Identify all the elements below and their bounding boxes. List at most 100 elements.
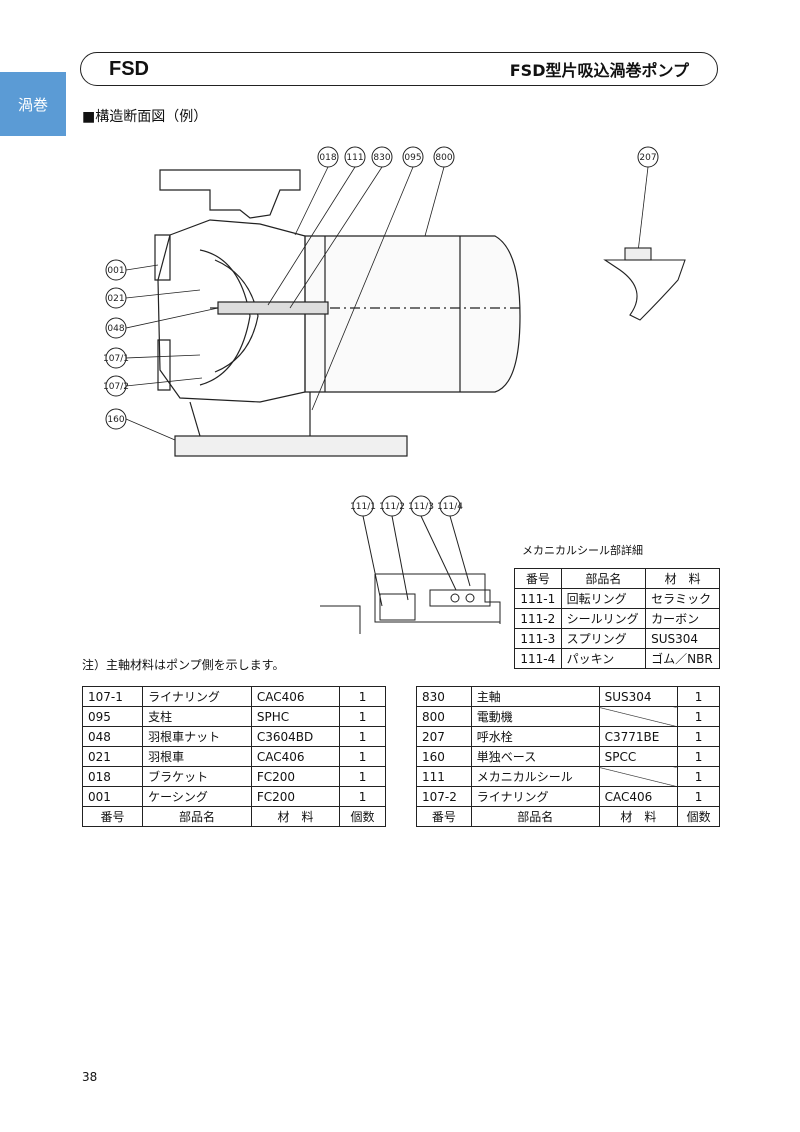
header-cell: 番号	[514, 568, 562, 589]
callout-830: 830	[371, 146, 393, 168]
svg-text:160: 160	[107, 415, 124, 425]
part-material: CAC406	[598, 786, 679, 807]
part-name: ライナリング	[142, 686, 252, 707]
part-name: 回転リング	[560, 588, 647, 609]
callout-111-3: 111/3	[408, 495, 434, 517]
part-quantity: 1	[677, 786, 720, 807]
part-name: 羽根車	[142, 746, 252, 767]
header-cell: 材 料	[645, 568, 720, 589]
table-row: 111-4 パッキン ゴム／NBR	[514, 648, 720, 669]
svg-text:095: 095	[404, 153, 421, 163]
part-material: FC200	[250, 786, 341, 807]
part-name: 単独ベース	[470, 746, 600, 767]
pump-cross-section-diagram: 018 111 830 095 800 207 001 021 048 107/…	[103, 146, 686, 457]
callout-207: 207	[637, 146, 659, 168]
part-name: 主軸	[470, 686, 600, 707]
svg-text:107/2: 107/2	[103, 382, 129, 392]
part-material: SPCC	[598, 746, 679, 767]
header-cell: 番号	[416, 806, 472, 827]
svg-text:107/1: 107/1	[103, 354, 129, 364]
part-material: C3604BD	[250, 726, 341, 747]
part-material: CAC406	[250, 686, 341, 707]
part-number: 800	[416, 706, 472, 727]
material-note: 注）主軸材料はポンプ側を示します。	[82, 658, 285, 672]
header-cell: 番号	[81, 806, 144, 827]
part-name: メカニカルシール	[470, 766, 600, 787]
part-material: カーボン	[645, 608, 720, 629]
svg-text:800: 800	[435, 153, 452, 163]
part-number: 111-3	[514, 628, 562, 649]
table-header-row: 番号部品名材 料個数	[81, 806, 386, 827]
table-row: 111-3 スプリング SUS304	[514, 628, 720, 649]
part-number: 160	[416, 746, 472, 767]
table-row: 111-2 シールリング カーボン	[514, 608, 720, 629]
part-quantity: 1	[339, 786, 386, 807]
part-number: 018	[81, 766, 144, 787]
header-cell: 材 料	[250, 806, 341, 827]
header-cell: 部品名	[470, 806, 600, 827]
callout-001: 001	[105, 259, 127, 281]
page-number: 38	[82, 1070, 98, 1084]
header-cell: 材 料	[598, 806, 679, 827]
mechanical-seal-detail-diagram: 111/1 111/2 111/3 111/4	[320, 495, 501, 634]
part-number: 111-1	[514, 588, 562, 609]
callout-107-1: 107/1	[103, 347, 129, 369]
seal-detail-table: 番号 部品名 材 料 111-1 回転リング セラミック 111-2 シールリン…	[514, 568, 720, 669]
svg-text:111/1: 111/1	[350, 502, 376, 512]
part-material-empty	[598, 766, 679, 787]
part-name: 電動機	[470, 706, 600, 727]
part-material-empty	[598, 706, 679, 727]
part-material: SUS304	[598, 686, 679, 707]
svg-text:111/2: 111/2	[379, 502, 405, 512]
part-quantity: 1	[677, 746, 720, 767]
part-quantity: 1	[339, 726, 386, 747]
part-number: 207	[416, 726, 472, 747]
part-material: セラミック	[645, 588, 720, 609]
callout-107-2: 107/2	[103, 375, 129, 397]
part-name: ライナリング	[470, 786, 600, 807]
part-quantity: 1	[339, 746, 386, 767]
table-header-row: 番号部品名材 料個数	[416, 806, 720, 827]
callout-111-2: 111/2	[379, 495, 405, 517]
header-cell: 部品名	[142, 806, 252, 827]
part-quantity: 1	[339, 706, 386, 727]
part-name: ブラケット	[142, 766, 252, 787]
svg-text:830: 830	[373, 153, 390, 163]
part-name: ケーシング	[142, 786, 252, 807]
svg-text:111: 111	[346, 153, 363, 163]
part-number: 111-2	[514, 608, 562, 629]
part-number: 001	[81, 786, 144, 807]
part-material: SPHC	[250, 706, 341, 727]
part-number: 095	[81, 706, 144, 727]
part-name: シールリング	[560, 608, 647, 629]
part-material: SUS304	[645, 628, 720, 649]
callout-800: 800	[433, 146, 455, 168]
svg-text:018: 018	[319, 153, 336, 163]
part-number: 048	[81, 726, 144, 747]
svg-text:111/4: 111/4	[437, 502, 463, 512]
side-category-tab: 渦巻	[0, 72, 66, 136]
callout-048: 048	[105, 317, 127, 339]
callout-111-1: 111/1	[350, 495, 376, 517]
part-quantity: 1	[677, 726, 720, 747]
part-quantity: 1	[677, 686, 720, 707]
header-cell: 個数	[339, 806, 386, 827]
seal-detail-caption: メカニカルシール部詳細	[522, 544, 643, 557]
part-number: 830	[416, 686, 472, 707]
header-cell: 部品名	[560, 568, 647, 589]
product-name: FSD型片吸込渦巻ポンプ	[509, 61, 689, 80]
callout-111-4: 111/4	[437, 495, 463, 517]
